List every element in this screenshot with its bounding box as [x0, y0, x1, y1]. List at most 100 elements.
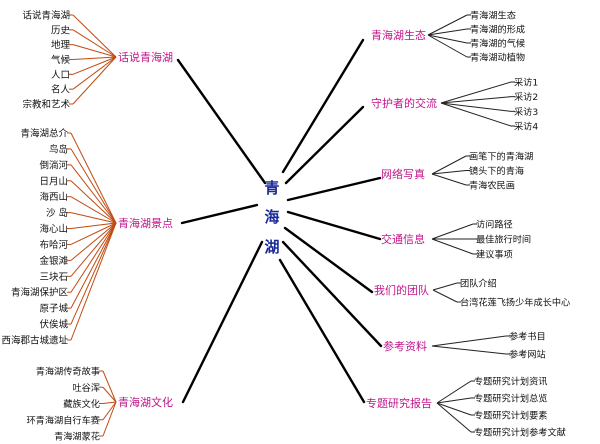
center-title-char: 青: [264, 179, 279, 197]
leaf-label: 青海湖传奇故事: [36, 366, 100, 378]
connector-wangluo-0: [431, 155, 467, 175]
leaf-label: 参考书目: [509, 331, 546, 343]
leaf-label: 话说青海湖: [22, 10, 70, 22]
connector-huashuo-5: [72, 56, 117, 90]
leaf-label: 环青海湖自行车赛: [27, 414, 101, 426]
connector-jingdian-13: [70, 222, 117, 341]
leaf-label: 团队介绍: [460, 278, 497, 290]
leaf-label: 地理: [51, 39, 71, 51]
connector-huashuo-6: [72, 56, 117, 105]
leaf-label: 海心山: [39, 223, 68, 235]
connector-wenhua-4: [102, 401, 117, 437]
connector-wenhua-1: [102, 386, 117, 403]
center-title-char: 湖: [264, 238, 279, 256]
connector-jingdian-11: [70, 222, 117, 309]
spoke-jiaotong: [286, 210, 382, 241]
leaf-label: 采访2: [514, 92, 538, 103]
connector-jingdian-12: [70, 222, 117, 325]
leaf-label: 沙 岛: [46, 207, 68, 219]
leaf-label: 金银滩: [39, 255, 68, 267]
connector-zhuanti-3: [436, 402, 472, 433]
branch-label-shouhu: 守护者的交流: [371, 96, 437, 110]
branch-label-huashuo: 话说青海湖: [118, 50, 173, 64]
spoke-wenhua: [181, 240, 264, 404]
spoke-huashuo: [176, 58, 267, 185]
leaf-label: 青海湖蒙花: [54, 431, 100, 443]
connector-tuandui-0: [432, 282, 458, 291]
connector-wangluo-1: [431, 170, 467, 175]
branch-label-zhuanti: 专题研究报告: [366, 396, 432, 410]
spoke-cankao: [281, 240, 383, 348]
connector-huashuo-1: [72, 29, 117, 58]
leaf-label: 西海郡古城遗址: [1, 335, 68, 347]
leaf-label: 青海湖总介: [20, 128, 68, 140]
leaf-label: 原子城: [39, 304, 68, 315]
branch-label-wangluo: 网络写真: [381, 167, 425, 181]
leaf-label: 名人: [51, 84, 71, 96]
spoke-zhuanti: [278, 258, 366, 404]
leaf-label: 伏俟城: [39, 319, 68, 331]
connector-cankao-1: [431, 345, 507, 355]
connector-zhuanti-1: [436, 397, 472, 404]
leaf-label: 藏族文化: [63, 398, 100, 410]
connector-huashuo-3: [72, 56, 117, 60]
connector-wenhua-3: [102, 401, 117, 421]
leaf-label: 采访1: [514, 78, 538, 89]
connector-wenhua-2: [102, 401, 117, 404]
leaf-label: 专题研究计划要素: [474, 410, 548, 422]
spoke-shengtai: [281, 38, 365, 174]
leaf-label: 青海湖生态: [470, 10, 516, 22]
leaf-label: 采访4: [514, 122, 538, 133]
connector-jingdian-6: [70, 222, 117, 230]
leaf-label: 青海湖动植物: [470, 52, 525, 64]
connector-shouhu-2: [440, 102, 512, 112]
leaf-label: 访问路径: [476, 219, 513, 231]
connector-jingdian-5: [70, 212, 117, 224]
connector-jingdian-10: [70, 222, 117, 293]
spoke-shouhu: [284, 105, 365, 185]
branch-label-wenhua: 青海湖文化: [118, 395, 173, 409]
connector-tuandui-1: [432, 289, 458, 303]
leaf-label: 青海湖的形成: [470, 24, 525, 36]
spoke-tuandui: [283, 226, 374, 294]
leaf-label: 建议事项: [476, 249, 513, 261]
leaf-label: 采访3: [514, 107, 538, 118]
connector-huashuo-2: [72, 44, 117, 58]
connector-jingdian-4: [70, 196, 117, 224]
connector-zhuanti-0: [436, 380, 472, 404]
connector-shengtai-2: [427, 34, 468, 44]
connector-jiaotong-0: [431, 223, 474, 240]
connector-wenhua-0: [102, 370, 117, 403]
connector-huashuo-4: [72, 56, 117, 75]
leaf-label: 画笔下的青海湖: [469, 151, 533, 163]
leaf-label: 专题研究计划参考文献: [474, 427, 566, 439]
connector-jingdian-1: [70, 148, 117, 224]
leaf-label: 海西山: [39, 191, 68, 203]
leaf-label: 青海农民画: [469, 180, 515, 192]
branch-label-shengtai: 青海湖生态: [371, 28, 426, 42]
connector-shengtai-3: [427, 34, 468, 58]
connector-jingdian-7: [70, 222, 117, 245]
connector-jingdian-0: [70, 132, 117, 224]
leaf-label: 吐谷浑: [72, 383, 100, 394]
branch-label-jingdian: 青海湖景点: [118, 216, 173, 230]
leaf-label: 最佳旅行时间: [476, 234, 531, 246]
leaf-label: 布哈河: [39, 239, 68, 251]
center-title-char: 海: [264, 208, 279, 226]
connector-jingdian-9: [70, 222, 117, 277]
leaf-label: 宗教和艺术: [22, 99, 70, 111]
leaf-label: 三块石: [39, 271, 68, 283]
leaf-label: 专题研究计划总览: [474, 393, 548, 405]
connector-jiaotong-2: [431, 238, 474, 255]
leaf-label: 青海湖保护区: [11, 287, 69, 299]
connector-shengtai-0: [427, 14, 468, 36]
leaf-label: 日月山: [39, 176, 68, 187]
leaf-label: 专题研究计划资讯: [474, 376, 548, 388]
spoke-jingdian: [180, 203, 259, 225]
leaf-label: 参考网站: [509, 349, 546, 361]
leaf-label: 倒淌河: [39, 159, 68, 171]
leaf-label: 人口: [51, 70, 70, 81]
leaf-label: 气候: [51, 54, 71, 66]
